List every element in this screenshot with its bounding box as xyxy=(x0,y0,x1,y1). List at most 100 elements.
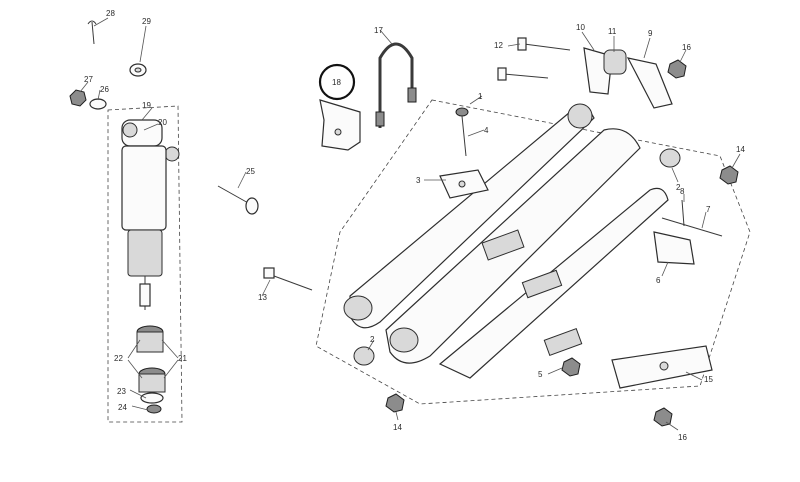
label-29: 29 xyxy=(142,17,151,26)
shock-top-bush-left xyxy=(122,122,138,138)
label-2-right: 2 xyxy=(676,183,681,192)
leader-22a xyxy=(127,339,141,359)
nut-14-right xyxy=(719,165,739,185)
leader-23 xyxy=(129,389,147,399)
leader-9 xyxy=(643,37,651,59)
label-22: 22 xyxy=(114,354,123,363)
bolt-4 xyxy=(455,107,469,157)
bolt-25-head xyxy=(245,197,259,215)
leader-14-lower xyxy=(395,411,399,421)
leader-4 xyxy=(467,129,485,137)
washer-29-hole xyxy=(134,67,142,73)
bolt-12-lower xyxy=(503,73,549,79)
bolt-12-lower-head xyxy=(497,67,507,81)
label-3: 3 xyxy=(416,176,421,185)
leader-13 xyxy=(261,279,271,297)
leader-27 xyxy=(79,81,89,93)
shock-absorber-group xyxy=(107,105,183,423)
shackle-group xyxy=(497,37,687,109)
highlight-circle-18 xyxy=(318,63,356,101)
split-pin-head xyxy=(87,20,97,25)
shock-top-bush-right xyxy=(164,146,180,162)
nut-5 xyxy=(561,357,581,377)
washer-23 xyxy=(140,392,164,404)
u-bolt-17-nut-right xyxy=(407,87,417,103)
washer-26 xyxy=(89,98,107,110)
leader-2-right xyxy=(671,167,679,183)
leader-20 xyxy=(143,123,159,131)
bolt-4-head xyxy=(455,107,469,117)
label-10: 10 xyxy=(576,23,585,32)
bolt-25-shank xyxy=(217,185,251,205)
leader-12 xyxy=(507,43,521,47)
leaf-spring-assembly xyxy=(343,103,669,379)
label-9: 9 xyxy=(648,29,653,38)
label-5: 5 xyxy=(538,370,543,379)
bracket-18-body xyxy=(319,99,361,151)
leader-19 xyxy=(141,107,153,121)
nut-27 xyxy=(69,89,87,107)
rubber-bush-upper-body xyxy=(136,331,164,353)
label-8: 8 xyxy=(680,187,685,196)
label-12: 12 xyxy=(494,41,503,50)
bolt-25 xyxy=(217,185,259,215)
label-24: 24 xyxy=(118,403,127,412)
leader-15 xyxy=(685,371,703,381)
nut-14-lower xyxy=(385,393,405,413)
leader-16-bottom xyxy=(665,421,679,431)
label-16-top: 16 xyxy=(682,43,691,52)
u-bolt-17-shape xyxy=(378,42,414,128)
bolt-7 xyxy=(661,217,723,237)
shock-rod-thread xyxy=(139,283,151,307)
label-25: 25 xyxy=(246,167,255,176)
bolt-4-shank xyxy=(461,115,467,157)
bolt-13-shank xyxy=(273,275,313,291)
leader-1 xyxy=(469,95,483,105)
label-27: 27 xyxy=(84,75,93,84)
nut-16-top xyxy=(667,59,687,79)
leader-5 xyxy=(547,367,563,375)
leader-7 xyxy=(701,211,707,229)
rubber-bush-lower-body xyxy=(138,373,166,393)
bush-2-right xyxy=(659,148,681,168)
u-bolt-17 xyxy=(375,42,417,128)
shock-absorber-boundary xyxy=(107,105,183,423)
label-20: 20 xyxy=(158,118,167,127)
bolt-12-upper xyxy=(523,43,571,51)
shackle-bush-11 xyxy=(603,49,627,75)
leader-lines xyxy=(79,17,741,431)
label-6: 6 xyxy=(656,276,661,285)
bracket-6 xyxy=(653,231,695,265)
leader-29 xyxy=(139,25,147,63)
leader-2-left xyxy=(367,339,375,351)
small-parts-top-left xyxy=(69,20,147,110)
leader-21b xyxy=(163,359,179,379)
label-4: 4 xyxy=(484,126,489,135)
label-19: 19 xyxy=(142,101,151,110)
u-bolt-17-nut-left xyxy=(375,111,385,127)
shackle-plate-9 xyxy=(626,57,673,109)
shock-body xyxy=(121,145,167,231)
label-7: 7 xyxy=(706,205,711,214)
label-23: 23 xyxy=(117,387,126,396)
leader-17 xyxy=(379,29,393,45)
label-15: 15 xyxy=(704,375,713,384)
nut-24 xyxy=(146,404,162,414)
label-11: 11 xyxy=(608,27,617,36)
label-28: 28 xyxy=(106,9,115,18)
label-17: 17 xyxy=(374,26,383,35)
plate-3-hole xyxy=(458,180,466,188)
leader-6 xyxy=(661,261,669,277)
label-18: 18 xyxy=(332,78,341,87)
plate-15-hole xyxy=(659,361,669,371)
shock-lower-tube xyxy=(127,229,163,277)
leader-10 xyxy=(581,31,595,51)
label-26: 26 xyxy=(100,85,109,94)
leader-28 xyxy=(93,17,109,27)
pin-8 xyxy=(681,199,685,227)
spring-clip-3 xyxy=(543,328,583,356)
label-14-lower: 14 xyxy=(393,423,402,432)
leader-14-right xyxy=(731,153,741,169)
leader-26 xyxy=(97,89,101,101)
